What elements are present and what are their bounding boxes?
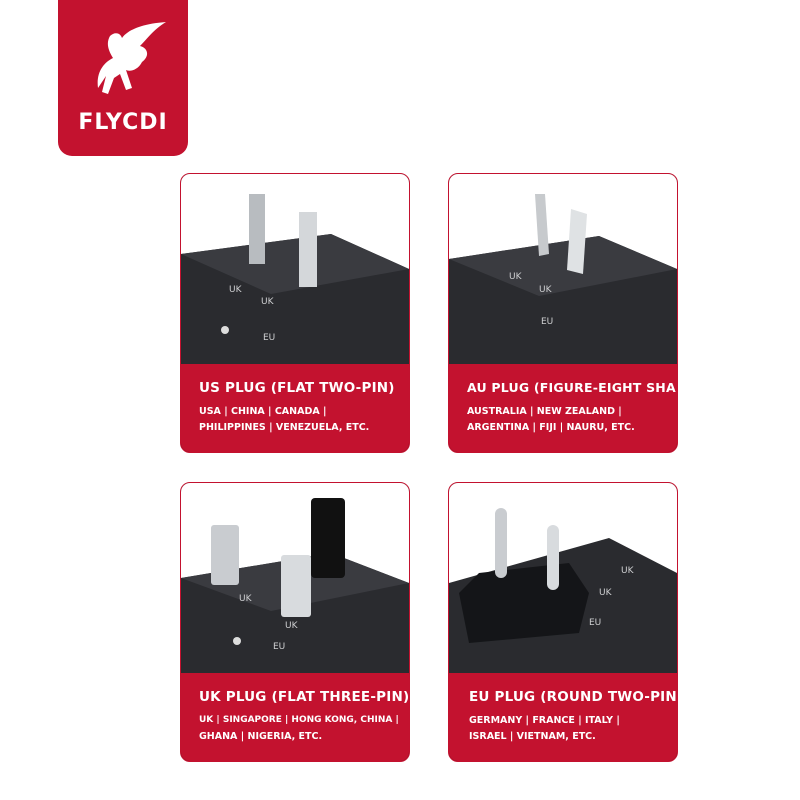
plug-title: UK PLUG (FLAT THREE-PIN) xyxy=(199,689,410,705)
adapter-photo-au: UK UK EU xyxy=(449,174,677,364)
caption: EU PLUG (ROUND TWO-PIN) GERMANY | FRANCE… xyxy=(449,673,677,761)
caption: UK PLUG (FLAT THREE-PIN) UK | SINGAPORE … xyxy=(181,673,409,761)
country-list: ARGENTINA | FIJI | NAURU, ETC. xyxy=(467,422,635,433)
svg-text:EU: EU xyxy=(273,642,285,652)
plug-title: AU PLUG (FIGURE-EIGHT SHAPE) xyxy=(467,380,678,395)
svg-text:UK: UK xyxy=(261,297,275,307)
adapter-photo-eu: UK UK EU xyxy=(449,483,677,673)
svg-text:EU: EU xyxy=(263,333,275,343)
caption: AU PLUG (FIGURE-EIGHT SHAPE) AUSTRALIA |… xyxy=(449,364,677,452)
svg-text:UK: UK xyxy=(229,285,243,295)
plug-card-eu: UK UK EU EU PLUG (ROUND TWO-PIN) GERMANY… xyxy=(448,482,678,762)
brand-name: FLYCDI xyxy=(78,110,168,135)
plug-card-uk: UK UK EU UK PLUG (FLAT THREE-PIN) UK | S… xyxy=(180,482,410,762)
country-list: GERMANY | FRANCE | ITALY | xyxy=(469,715,620,726)
svg-text:UK: UK xyxy=(509,272,523,282)
svg-text:UK: UK xyxy=(285,621,299,631)
plug-card-us: UK UK EU US PLUG (FLAT TWO-PIN) USA | CH… xyxy=(180,173,410,453)
country-list: PHILIPPINES | VENEZUELA, ETC. xyxy=(199,422,370,433)
plug-title: EU PLUG (ROUND TWO-PIN) xyxy=(469,689,678,705)
country-list: ISRAEL | VIETNAM, ETC. xyxy=(469,731,596,742)
plug-card-au: UK UK EU AU PLUG (FIGURE-EIGHT SHAPE) AU… xyxy=(448,173,678,453)
pegasus-icon xyxy=(97,22,166,94)
svg-text:UK: UK xyxy=(539,285,553,295)
country-list: GHANA | NIGERIA, ETC. xyxy=(199,731,323,742)
svg-text:EU: EU xyxy=(589,618,601,628)
svg-text:UK: UK xyxy=(621,566,635,576)
svg-text:UK: UK xyxy=(239,594,253,604)
caption: US PLUG (FLAT TWO-PIN) USA | CHINA | CAN… xyxy=(181,364,409,452)
adapter-photo-us: UK UK EU xyxy=(181,174,409,364)
adapter-photo-uk: UK UK EU xyxy=(181,483,409,673)
brand-logo: FLYCDI xyxy=(58,0,188,156)
country-list: AUSTRALIA | NEW ZEALAND | xyxy=(467,406,622,417)
svg-text:EU: EU xyxy=(541,317,553,327)
svg-text:UK: UK xyxy=(599,588,613,598)
plug-title: US PLUG (FLAT TWO-PIN) xyxy=(199,380,395,396)
country-list: UK | SINGAPORE | HONG KONG, CHINA | xyxy=(199,715,399,725)
country-list: USA | CHINA | CANADA | xyxy=(199,406,327,417)
